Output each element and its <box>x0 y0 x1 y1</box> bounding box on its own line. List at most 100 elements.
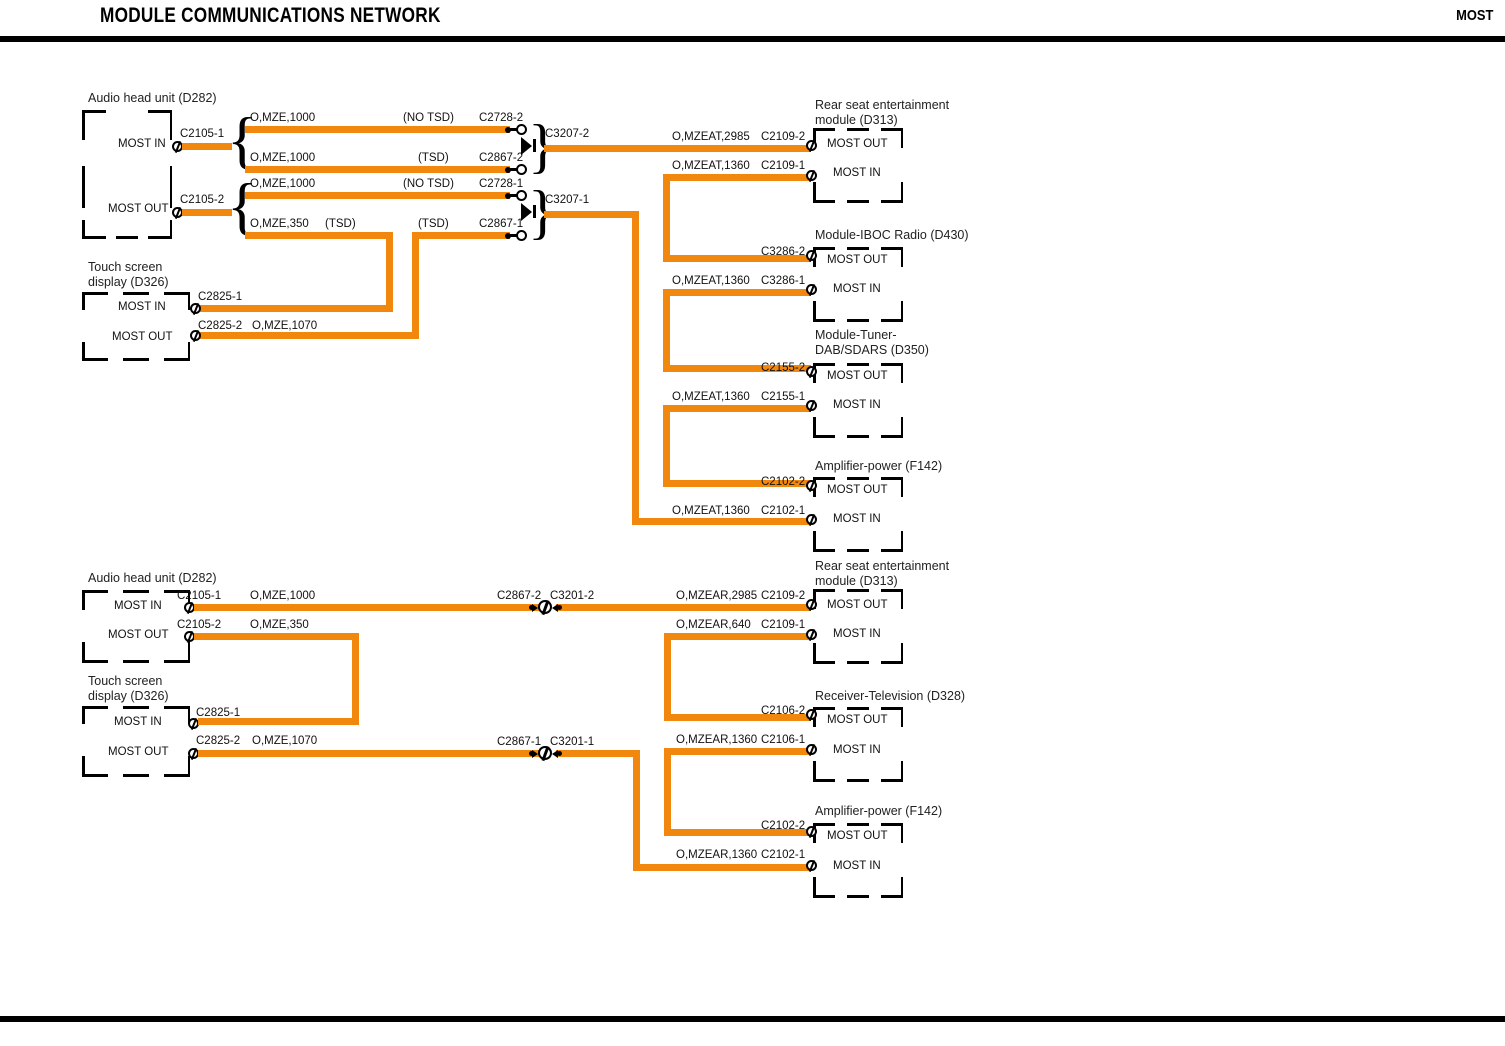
wire-spec-label: O,MZEAT,1360 <box>672 505 750 517</box>
pin-label-most-out: MOST OUT <box>827 254 888 266</box>
pin-label-most-in: MOST IN <box>833 860 881 872</box>
footer-rule <box>0 1016 1505 1022</box>
module-title-audio-head-unit-top: Audio head unit (D282) <box>88 91 217 105</box>
wire-spec-label: O,MZEAR,1360 <box>676 734 758 746</box>
connector-label-c2109-2-bottom: C2109-2 <box>761 590 806 602</box>
module-title-rse-bottom-line1: Rear seat entertainment <box>815 559 950 573</box>
wire-end-ring-icon <box>516 230 527 241</box>
pin-label-most-in: MOST IN <box>833 628 881 640</box>
pin-label-most-in: MOST IN <box>833 744 881 756</box>
wire-segment <box>663 289 670 372</box>
wire-spec-label: O,MZE,350 <box>250 218 309 230</box>
module-title-touchscreen-bottom-line2: display (D326) <box>88 689 169 703</box>
pin-label-most-in: MOST IN <box>833 513 881 525</box>
wire-segment <box>182 209 232 216</box>
connector-label-c2728-2: C2728-2 <box>479 112 524 124</box>
wire-segment <box>663 174 811 181</box>
wire-segment <box>556 604 811 611</box>
wire-segment <box>663 405 811 412</box>
pin-connector-icon <box>806 514 817 525</box>
connector-label-c3201-2-bottom: C3201-2 <box>550 590 595 602</box>
wire-spec-label: O,MZEAT,1360 <box>672 391 750 403</box>
wire-note-label: (NO TSD) <box>403 112 454 124</box>
connector-label-c2109-2-top: C2109-2 <box>761 131 806 143</box>
pin-label-most-out: MOST OUT <box>108 203 169 215</box>
pin-connector-icon <box>806 400 817 411</box>
connector-label-c2102-1-top: C2102-1 <box>761 505 806 517</box>
inline-splice-icon <box>538 746 552 760</box>
pin-connector-icon <box>190 303 201 314</box>
header-rule <box>0 36 1505 42</box>
merge-connector-icon <box>521 203 532 221</box>
wire-segment <box>245 126 510 133</box>
module-title-tuner-line1: Module-Tuner- <box>815 328 897 342</box>
merge-connector-bar <box>533 205 536 218</box>
wire-spec-label: O,MZE,1000 <box>250 178 316 190</box>
brace-split-in: { <box>227 104 258 175</box>
wire-segment <box>664 633 811 640</box>
module-title-touchscreen-top-line2: display (D326) <box>88 275 169 289</box>
connector-label-c3207-2: C3207-2 <box>545 128 590 140</box>
page-system-label: MOST <box>1455 7 1493 24</box>
module-title-rse-top-line1: Rear seat entertainment <box>815 98 950 112</box>
wire-bus-main-bottom <box>633 750 640 865</box>
wire-spec-label: O,MZEAR,640 <box>676 619 751 631</box>
connector-label-c2105-1-top: C2105-1 <box>180 128 225 140</box>
connector-label-c3201-1-bottom: C3201-1 <box>550 736 595 748</box>
wire-end-stub <box>505 166 517 173</box>
pin-label-most-out: MOST OUT <box>827 138 888 150</box>
wire-segment <box>412 232 419 336</box>
wire-segment <box>663 365 811 372</box>
module-title-receiver-television: Receiver-Television (D328) <box>815 689 966 703</box>
module-title-amplifier-bottom: Amplifier-power (F142) <box>815 804 943 818</box>
wire-spec-label: O,MZEAT,2985 <box>672 131 750 143</box>
connector-label-c2867-2: C2867-2 <box>479 152 524 164</box>
wire-segment <box>245 166 510 173</box>
merge-connector-bar <box>533 139 536 152</box>
wire-bus-main <box>632 211 639 518</box>
wire-segment <box>182 143 232 150</box>
connector-label-c3286-2: C3286-2 <box>761 246 806 258</box>
pin-label-most-in: MOST IN <box>833 283 881 295</box>
connector-label-c2728-1: C2728-1 <box>479 178 524 190</box>
splice-arrow <box>532 603 538 612</box>
wire-note-label-2: (TSD) <box>418 218 449 230</box>
connector-label-c2105-2-bottom: C2105-2 <box>177 619 222 631</box>
module-box-iboc-radio <box>813 247 903 322</box>
splice-dot <box>557 605 562 610</box>
wire-segment <box>633 864 811 871</box>
wire-segment <box>386 232 393 309</box>
wire-note-label: (TSD) <box>418 152 449 164</box>
module-box-rse-bottom <box>813 589 903 664</box>
wire-segment <box>544 211 639 218</box>
page-title: MODULE COMMUNICATIONS NETWORK <box>100 4 441 27</box>
pin-connector-icon <box>806 366 817 377</box>
wire-segment <box>544 145 811 152</box>
module-title-touchscreen-top-line1: Touch screen <box>88 260 163 274</box>
module-title-rse-top-line2: module (D313) <box>815 113 898 127</box>
connector-label-c2106-2: C2106-2 <box>761 705 806 717</box>
module-title-tuner-line2: DAB/SDARS (D350) <box>815 343 929 357</box>
wire-segment <box>664 633 671 721</box>
pin-label-most-in: MOST IN <box>833 399 881 411</box>
connector-label-c2109-1-bottom: C2109-1 <box>761 619 806 631</box>
splice-arrow <box>552 603 558 612</box>
module-title-touchscreen-bottom-line1: Touch screen <box>88 674 163 688</box>
splice-dot <box>529 605 534 610</box>
pin-label-most-in: MOST IN <box>118 301 166 313</box>
connector-label-c2825-1-top: C2825-1 <box>198 291 243 303</box>
splice-dot <box>557 751 562 756</box>
pin-connector-icon <box>806 744 817 755</box>
module-title-iboc-radio: Module-IBOC Radio (D430) <box>815 228 969 242</box>
pin-connector-icon <box>190 330 201 341</box>
connector-label-c2109-1-top: C2109-1 <box>761 160 806 172</box>
wire-segment <box>245 232 393 239</box>
pin-label-most-in: MOST IN <box>833 167 881 179</box>
wire-segment <box>664 829 811 836</box>
splice-arrow <box>552 749 558 758</box>
brace-split-out: { <box>227 170 258 241</box>
wire-segment <box>200 332 419 339</box>
wire-segment <box>664 748 671 836</box>
connector-label-c2825-1-bottom: C2825-1 <box>196 707 241 719</box>
pin-connector-icon <box>806 599 817 610</box>
